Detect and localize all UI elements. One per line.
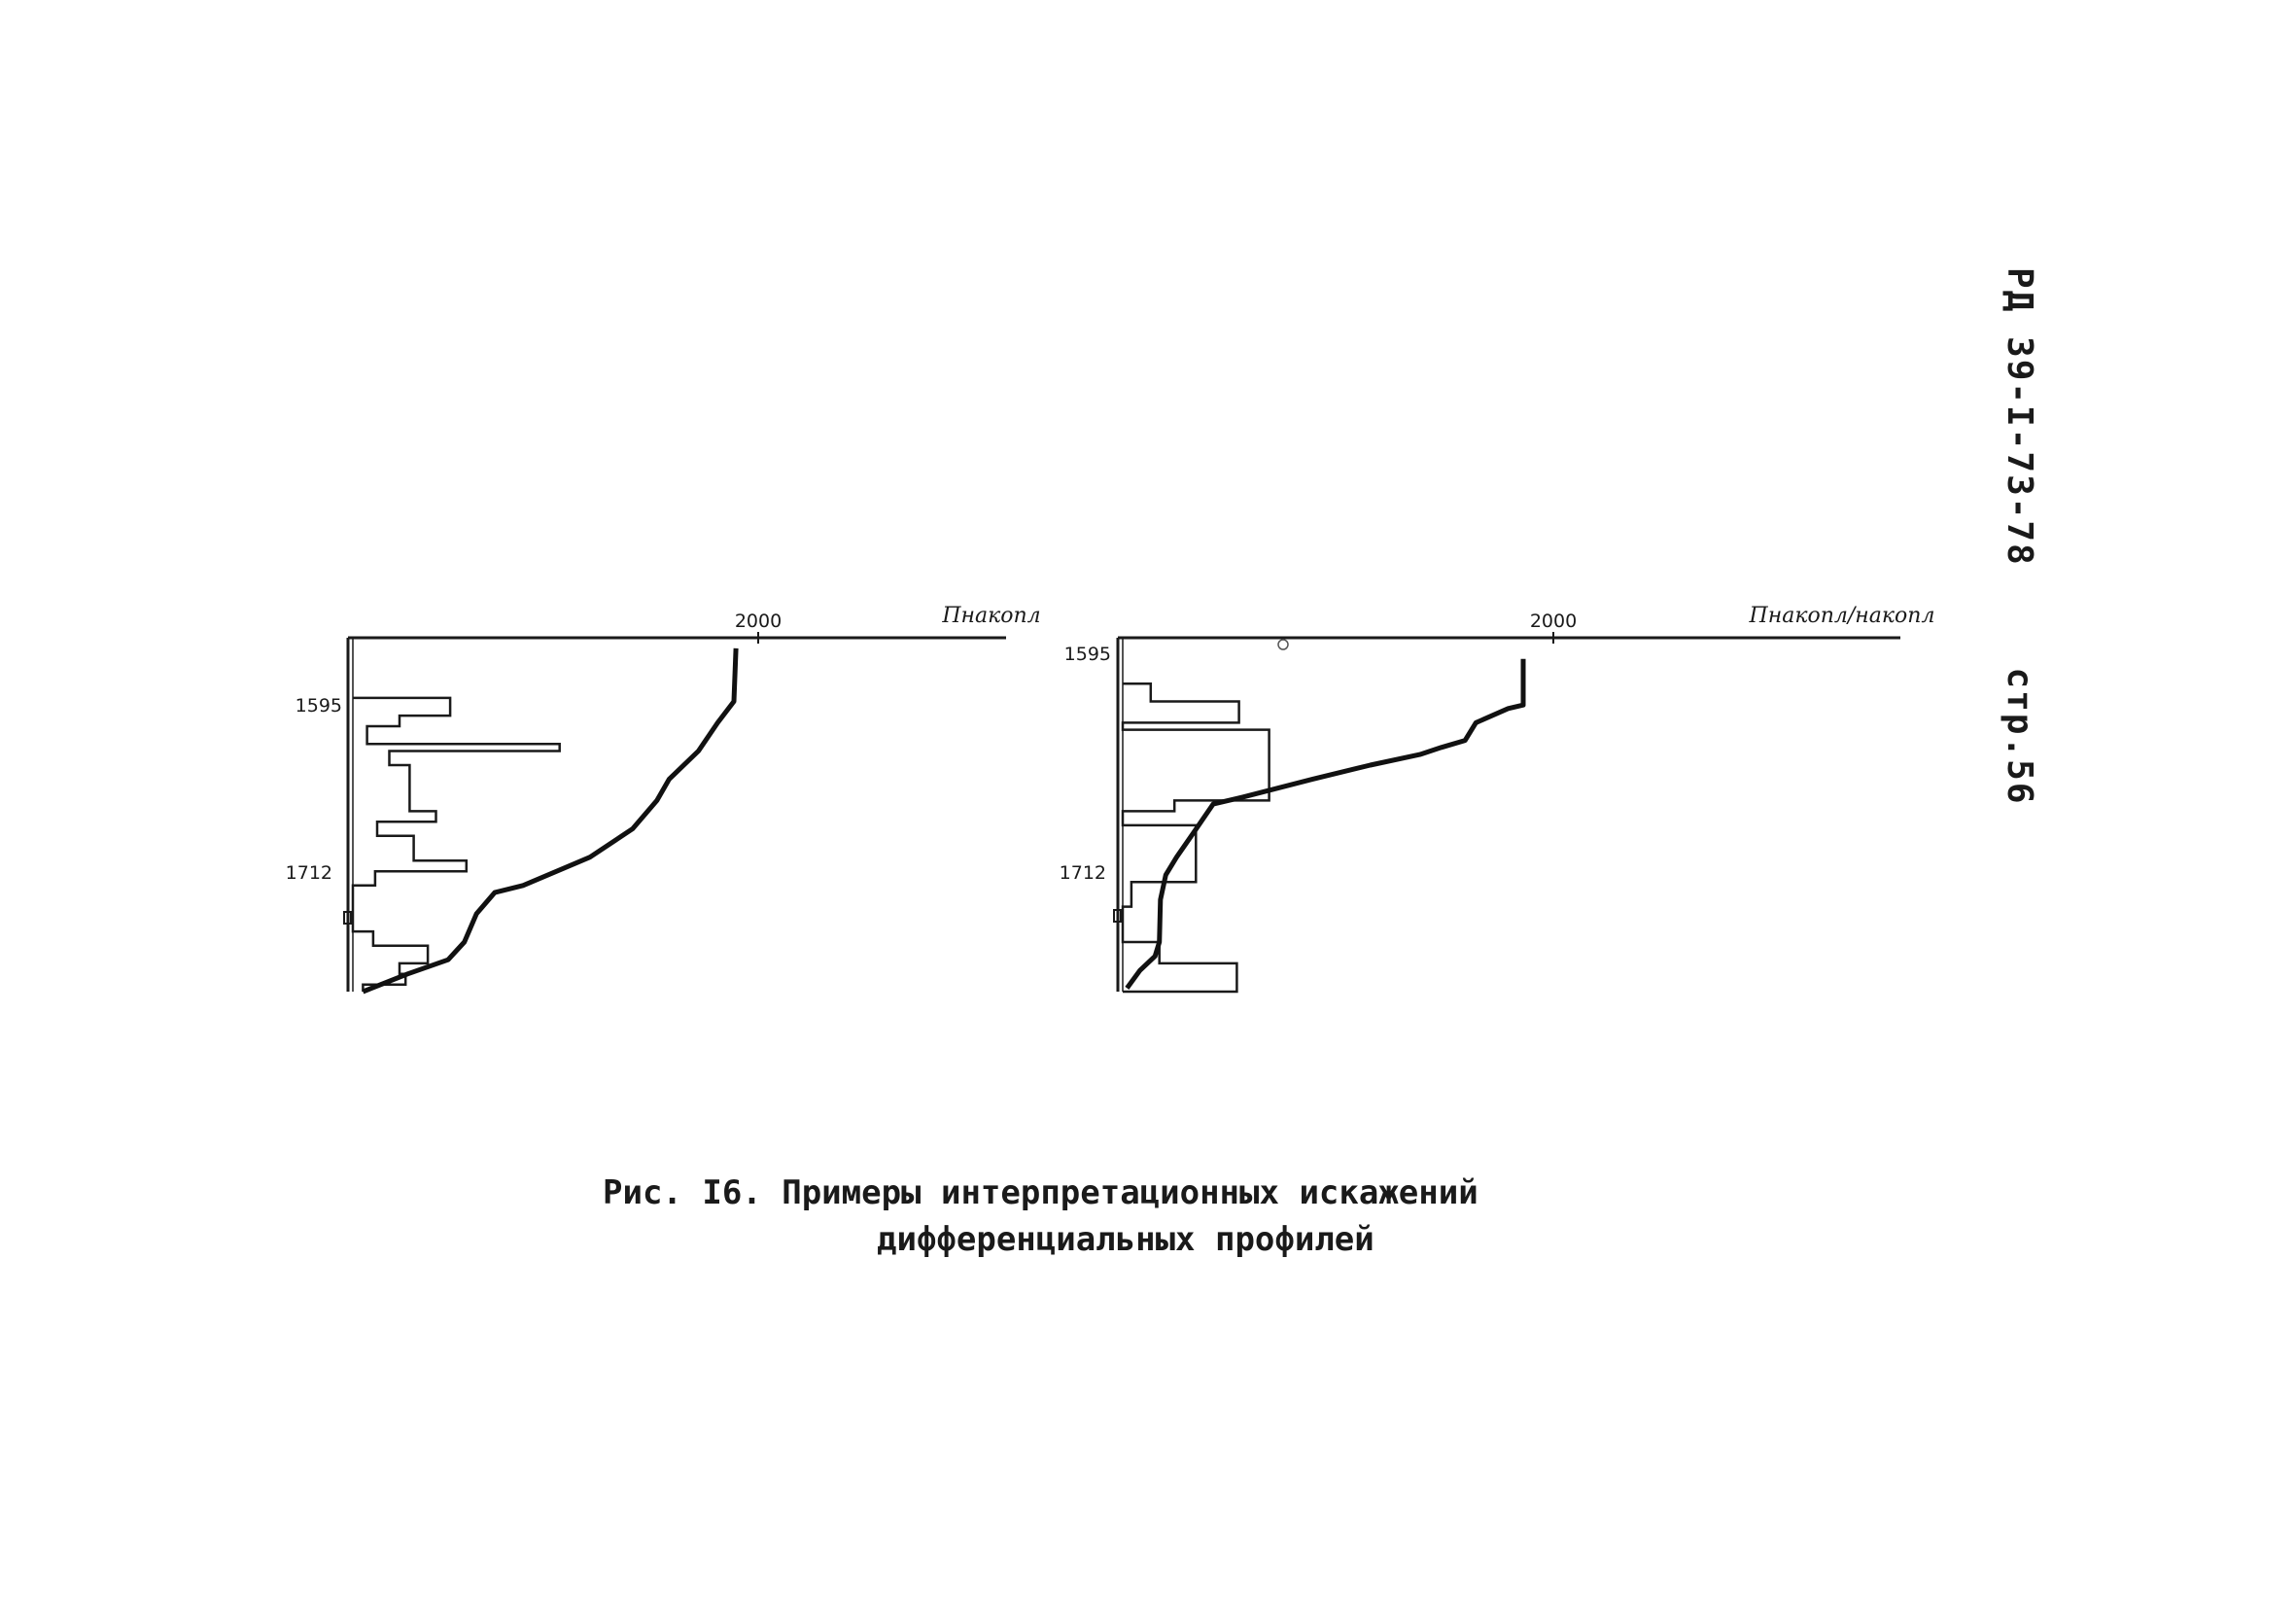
left-profile-panel: 2000 Пнакопл 1595 1712: [286, 604, 1041, 995]
differential-profile: [351, 696, 561, 992]
depth-marker: [1113, 909, 1122, 923]
cumulative-profile: [362, 647, 739, 995]
x-unit-label: Пнакопл/накопл: [1749, 604, 1935, 628]
depth-label-top: 1595: [296, 695, 342, 717]
depth-label-bottom: 1712: [286, 862, 332, 884]
figure-caption-continued: дифференциальных профилей: [877, 1220, 1374, 1259]
figure-caption: Рис. I6. Примеры интерпретационных искаж…: [603, 1173, 1478, 1212]
x-unit-label: Пнакопл: [941, 604, 1040, 628]
x-tick-label: 2000: [1530, 611, 1577, 632]
depth-label-bottom: 1712: [1060, 862, 1106, 884]
cumulative-profile: [1125, 658, 1526, 990]
right-profile-panel: 2000 Пнакопл/накопл 1595 1712: [1060, 604, 1935, 994]
scan-mark: [1277, 639, 1289, 650]
x-tick-label: 2000: [735, 611, 782, 632]
depth-label-top: 1595: [1064, 644, 1111, 665]
differential-profile: [1121, 682, 1270, 994]
depth-marker: [343, 911, 352, 925]
